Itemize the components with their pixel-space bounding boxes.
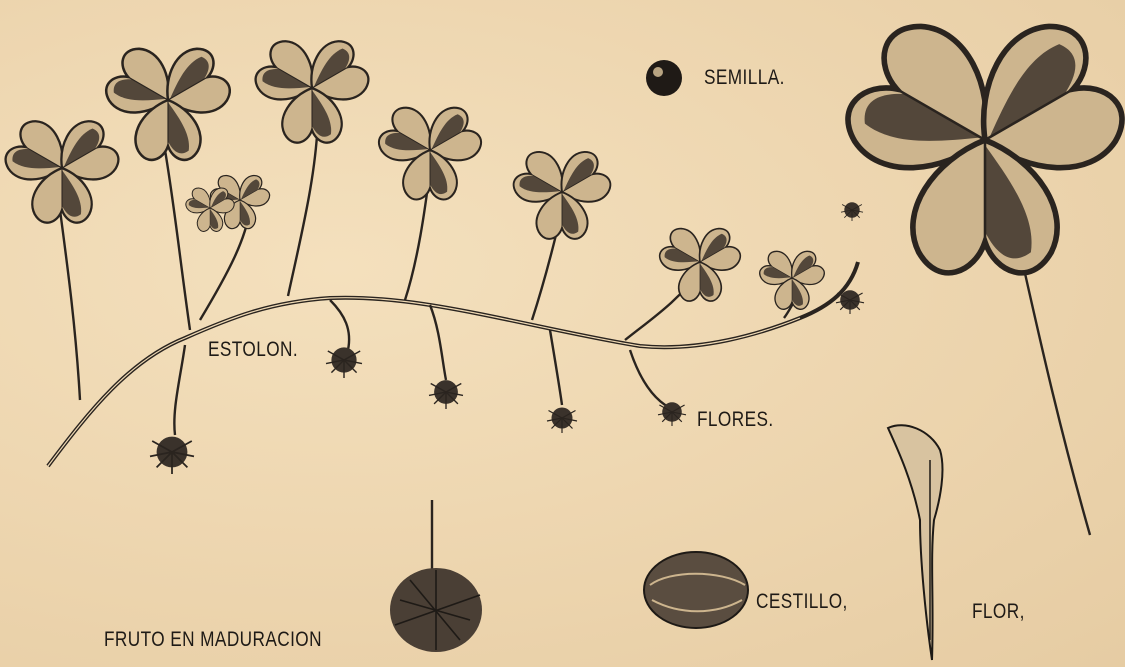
seed-drawing <box>646 60 682 96</box>
label-estolon: ESTOLON. <box>208 338 299 361</box>
flor-drawing <box>886 424 944 661</box>
label-flor: FLOR, <box>972 600 1025 623</box>
ripening-fruit-drawing <box>390 568 482 652</box>
label-semilla: SEMILLA. <box>704 66 785 89</box>
label-cestillo: CESTILLO, <box>756 590 848 613</box>
label-flores: FLORES. <box>697 408 774 431</box>
label-fruto-en-maduracion: FRUTO EN MADURACION <box>104 628 322 651</box>
cestillo-drawing <box>643 551 749 629</box>
